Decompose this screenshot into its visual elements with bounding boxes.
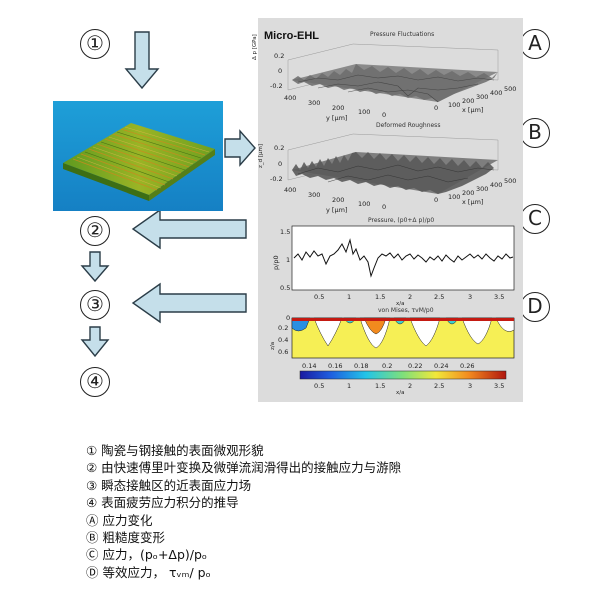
plot-a-xtick-5: 500: [504, 85, 517, 93]
plot-d-ytick-1: 0.2: [278, 324, 289, 332]
arrow-left-2: [131, 208, 247, 250]
plot-b-xtick-4: 400: [490, 181, 503, 189]
plot-c-xlabel: x/a: [396, 301, 405, 307]
plot-d-cbar-tick-2: 0.18: [354, 362, 369, 370]
panel-d-marker: D: [520, 292, 550, 322]
plot-b-ztick-2: -0.2: [270, 175, 283, 183]
plot-c-xtick-1: 1: [347, 293, 352, 301]
plot-d-cbar-tick-1: 0.16: [328, 362, 343, 370]
legend-item-a: Ⓐ 应力变化: [86, 512, 153, 528]
plot-a-ylabel: y [μm]: [326, 114, 348, 122]
plot-b-xtick-0: 0: [434, 196, 439, 204]
plot-b-ytick-1: 300: [308, 191, 321, 199]
plot-a-ztick-0: 0.2: [274, 52, 285, 60]
arrow-down-1: [124, 31, 160, 90]
legend-list: ① 陶瓷与钢接触的表面微观形貌 ② 由快速傅里叶变换及微弹流润滑得出的接触应力与…: [86, 442, 586, 581]
plot-a-surface: [287, 43, 499, 103]
plot-d-xtick-3: 2: [408, 382, 413, 390]
plot-a-xtick-0: 0: [434, 104, 439, 112]
plot-b-ztick-0: 0.2: [274, 144, 285, 152]
plot-d-ytick-0: 0: [286, 314, 291, 322]
legend-item-3: ③ 瞬态接触区的近表面应力场: [86, 477, 252, 493]
plot-a-ytick-2: 200: [332, 104, 345, 112]
legend-item-b: Ⓑ 粗糙度变形: [86, 530, 165, 546]
plot-a-ytick-3: 100: [358, 108, 371, 116]
arrow-left-3: [131, 282, 247, 324]
plot-d-title: von Mises, τvM/p0: [378, 307, 434, 314]
plot-c-ytick-1: 1: [286, 256, 291, 264]
plot-d-xtick-6: 3.5: [494, 382, 505, 390]
plot-d-cbar-tick-4: 0.22: [408, 362, 423, 370]
legend-item-d: Ⓓ 等效应力， τᵥₘ/ pₒ: [86, 564, 211, 580]
plot-d-xtick-2: 1.5: [375, 382, 386, 390]
plot-b-xlabel: x [μm]: [462, 198, 484, 206]
plot-d-cbar-tick-0: 0.14: [302, 362, 317, 370]
plot-d-cbar-tick-5: 0.24: [434, 362, 449, 370]
panel-title: Micro-EHL: [264, 30, 319, 42]
plot-d-cbar-tick-3: 0.2: [382, 362, 393, 370]
plot-b-ytick-0: 400: [284, 186, 297, 194]
plot-c-xtick-5: 3: [468, 293, 473, 301]
plot-c-xtick-6: 3.5: [494, 293, 505, 301]
plot-a-ztick-2: -0.2: [270, 82, 283, 90]
plot-c-ytick-0: 1.5: [280, 228, 291, 236]
plot-a-ytick-1: 300: [308, 99, 321, 107]
plot-c-xtick-3: 2: [408, 293, 413, 301]
plot-c-xtick-2: 1.5: [375, 293, 386, 301]
plot-b-surface: [287, 133, 499, 194]
legend-item-1: ① 陶瓷与钢接触的表面微观形貌: [86, 443, 264, 458]
plot-d-ytick-2: 0.4: [278, 336, 289, 344]
plot-b-ytick-2: 200: [332, 196, 345, 204]
step-1-marker: ①: [80, 29, 110, 59]
plot-c-title: Pressure, (p0+Δ p)/p0: [368, 217, 435, 224]
plot-d-ytick-3: 0.6: [278, 348, 289, 356]
plot-b-xtick-1: 100: [448, 193, 461, 201]
arrow-down-3: [80, 326, 110, 358]
plot-a-xtick-2: 200: [462, 97, 475, 105]
plot-a-xtick-4: 400: [490, 89, 503, 97]
micro-ehl-panel: Micro-EHL Pressure Fluctuations Δ p [GPa…: [252, 18, 523, 402]
plot-a-ztick-1: 0: [278, 67, 283, 75]
plot-b-ylabel: y [μm]: [326, 206, 348, 214]
plot-d-cbar-tick-6: 0.26: [460, 362, 475, 370]
plot-b-ytick-3: 100: [358, 200, 371, 208]
plot-a-ytick-4: 0: [382, 111, 387, 119]
plot-b-xtick-2: 200: [462, 189, 475, 197]
plot-b-xtick-3: 300: [476, 185, 489, 193]
legend-item-c: Ⓒ 应力，(pₒ+Δp)/pₒ: [86, 547, 208, 563]
plot-a-title: Pressure Fluctuations: [370, 31, 435, 38]
panel-c-marker: C: [520, 204, 550, 234]
plot-d-xtick-5: 3: [468, 382, 473, 390]
plot-c-ytick-2: 0.5: [280, 284, 291, 292]
plot-b-ztick-1: 0: [278, 160, 283, 168]
step-3-marker: ③: [80, 290, 110, 320]
plot-d-xtick-1: 1: [347, 382, 352, 390]
legend-item-2: ② 由快速傅里叶变换及微弹流润滑得出的接触应力与游隙: [86, 460, 402, 476]
panel-a-marker: A: [520, 29, 550, 59]
panel-b-marker: B: [520, 118, 550, 148]
step-2-marker: ②: [80, 216, 110, 246]
arrow-right-1: [224, 129, 256, 167]
plot-b-title: Deformed Roughness: [376, 122, 441, 129]
plot-b-xtick-5: 500: [504, 177, 517, 185]
plot-c-chart: [291, 225, 515, 291]
legend-item-4: ④ 表面疲劳应力积分的推导: [86, 495, 239, 511]
plot-d-xtick-0: 0.5: [314, 382, 325, 390]
plot-c-xtick-0: 0.5: [314, 293, 325, 301]
plot-d-contour: [291, 317, 515, 380]
surface-topography-image: [53, 101, 223, 211]
plot-d-xlabel: x/a: [396, 390, 405, 396]
plot-b-ytick-4: 0: [382, 203, 387, 211]
plot-a-ytick-0: 400: [284, 94, 297, 102]
plot-a-xtick-1: 100: [448, 101, 461, 109]
plot-a-xtick-3: 300: [476, 93, 489, 101]
plot-c-xtick-4: 2.5: [434, 293, 445, 301]
arrow-down-2: [80, 251, 110, 283]
step-4-marker: ④: [80, 367, 110, 397]
plot-d-xtick-4: 2.5: [434, 382, 445, 390]
plot-a-xlabel: x [μm]: [462, 106, 484, 114]
